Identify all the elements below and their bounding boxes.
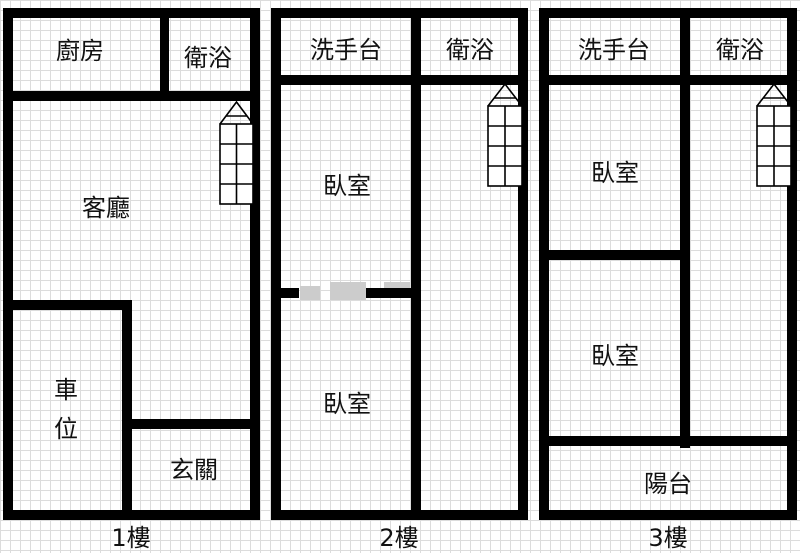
- room-label-bathroom: 衛浴: [716, 36, 764, 64]
- room-label-living-room: 客廳: [82, 194, 130, 222]
- room-label-parking-line2: 位: [54, 415, 78, 443]
- floor-1-stairs: [219, 100, 254, 205]
- floor-label-1: 1樓: [111, 524, 150, 552]
- room-label-bathroom: 衛浴: [184, 44, 232, 72]
- floor-3-walls: [539, 8, 797, 520]
- room-label-bedroom-upper: 臥室: [323, 172, 371, 200]
- room-label-bedroom-lower: 臥室: [323, 390, 371, 418]
- room-label-entrance: 玄關: [170, 456, 218, 484]
- room-label-sink: 洗手台: [578, 36, 650, 64]
- floor-label-3: 3樓: [648, 524, 687, 552]
- room-label-bathroom: 衛浴: [446, 36, 494, 64]
- floor-3-stairs: [756, 82, 792, 187]
- room-label-kitchen: 廚房: [56, 37, 104, 65]
- room-label-bedroom-upper: 臥室: [591, 159, 639, 187]
- floor-2-plan: 洗手台 衛浴 臥室 臥室 2樓: [271, 8, 528, 552]
- room-label-parking-line1: 車: [54, 376, 78, 404]
- floor-2-stairs: [487, 82, 523, 187]
- room-label-bedroom-lower: 臥室: [591, 342, 639, 370]
- floor-1-walls: [3, 8, 260, 520]
- floor-3-plan: 洗手台 衛浴 臥室 臥室 陽台 3樓: [539, 8, 797, 552]
- room-label-balcony: 陽台: [644, 470, 692, 498]
- room-label-sink: 洗手台: [310, 36, 382, 64]
- floor-label-2: 2樓: [379, 524, 418, 552]
- floor-1-plan: 廚房 衛浴 客廳 車 位 玄關 1樓: [3, 8, 260, 552]
- floor-2-walls: [271, 8, 528, 520]
